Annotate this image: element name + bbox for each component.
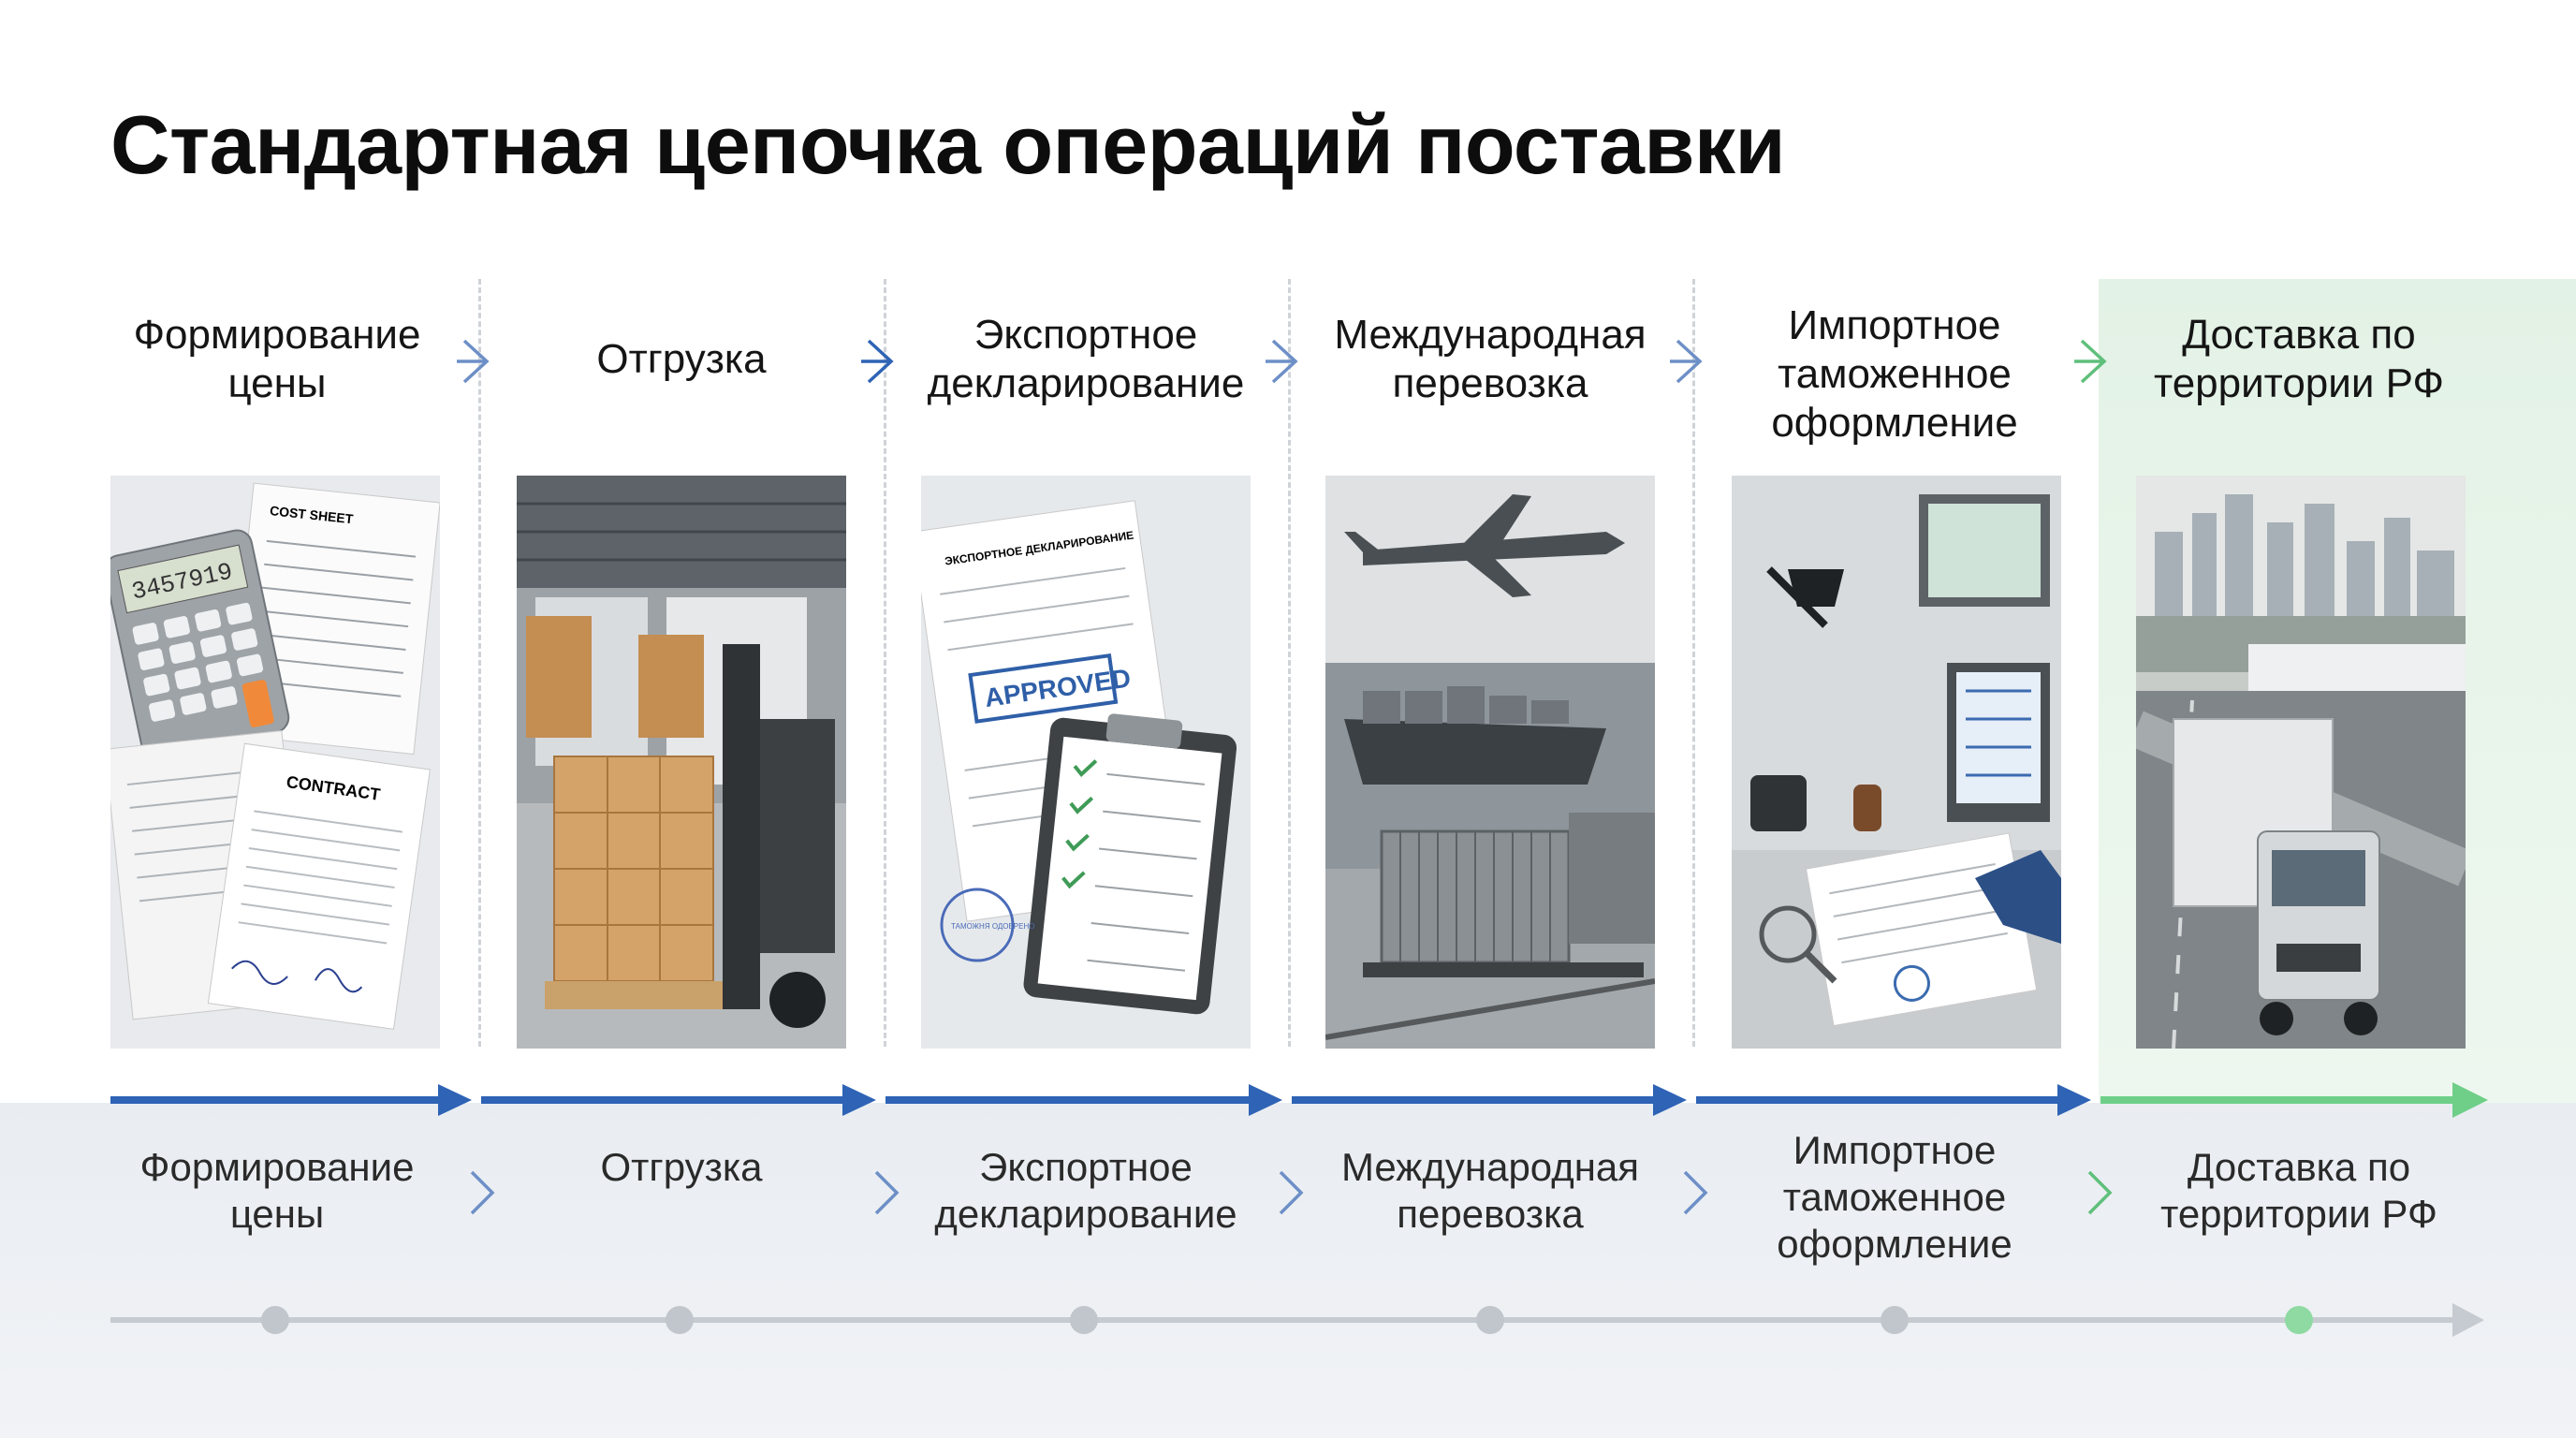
bottom-step-title-4: Международная перевозка [1340, 1145, 1640, 1236]
bottom-step-title-2: Отгрузка [600, 1145, 763, 1189]
timeline-line [110, 1317, 2460, 1323]
plane-ship-train-icon [1325, 476, 1655, 1049]
step-title-6: Доставка по территории РФ [2154, 312, 2444, 406]
chevron-right-icon [470, 1170, 495, 1215]
chevron-right-icon [1670, 339, 1703, 384]
chevron-right-icon [1266, 339, 1298, 384]
timeline-dot [261, 1306, 289, 1334]
column-divider [1692, 279, 1695, 1047]
timeline-dot [666, 1306, 694, 1334]
step-title-3: Экспортное декларирование [927, 312, 1245, 406]
bottom-step-title-1: Формирование цены [139, 1145, 415, 1236]
bottom-step-title-5: Импортное таможенное оформление [1777, 1128, 2012, 1266]
progress-timeline [110, 1303, 2484, 1337]
process-flow-arrows [110, 1082, 2488, 1118]
chevron-right-icon [1279, 1170, 1304, 1215]
column-divider [884, 279, 886, 1047]
warehouse-forklift-icon [517, 476, 846, 1049]
chevron-right-icon [457, 339, 490, 384]
bottom-step-title-6: Доставка по территории РФ [2160, 1145, 2437, 1236]
timeline-dot [1476, 1306, 1504, 1334]
chevron-right-icon [2087, 1170, 2113, 1215]
page-title: Стандартная цепочка операций поставки [110, 98, 1786, 191]
timeline-dot [1881, 1306, 1909, 1334]
calculator-and-contract-icon: COST SHEET 3457919 [110, 476, 440, 1049]
chevron-right-icon [874, 1170, 900, 1215]
column-divider [478, 279, 481, 1047]
timeline-arrowhead [2452, 1303, 2484, 1337]
step-title-1: Формирование цены [133, 312, 421, 406]
step-title-4: Международная перевозка [1334, 312, 1647, 406]
approved-declaration-icon: ЭКСПОРТНОЕ ДЕКЛАРИРОВАНИЕ APPROVED ТАМОЖ… [921, 476, 1251, 1049]
truck-highway-icon [2136, 476, 2466, 1049]
chevron-right-icon [2074, 339, 2107, 384]
timeline-dot-active [2285, 1306, 2313, 1334]
lower-band [0, 1103, 2576, 1438]
chevron-right-icon [1683, 1170, 1708, 1215]
customs-stamp-text: ТАМОЖНЯ ОДОБРЕНО [951, 922, 1034, 931]
bottom-step-title-3: Экспортное декларирование [934, 1145, 1237, 1236]
step-title-5: Импортное таможенное оформление [1771, 302, 2018, 446]
chevron-right-icon [861, 339, 894, 384]
step-title-2: Отгрузка [596, 336, 767, 382]
customs-office-icon [1732, 476, 2061, 1049]
column-divider [1288, 279, 1291, 1047]
timeline-dot [1070, 1306, 1098, 1334]
